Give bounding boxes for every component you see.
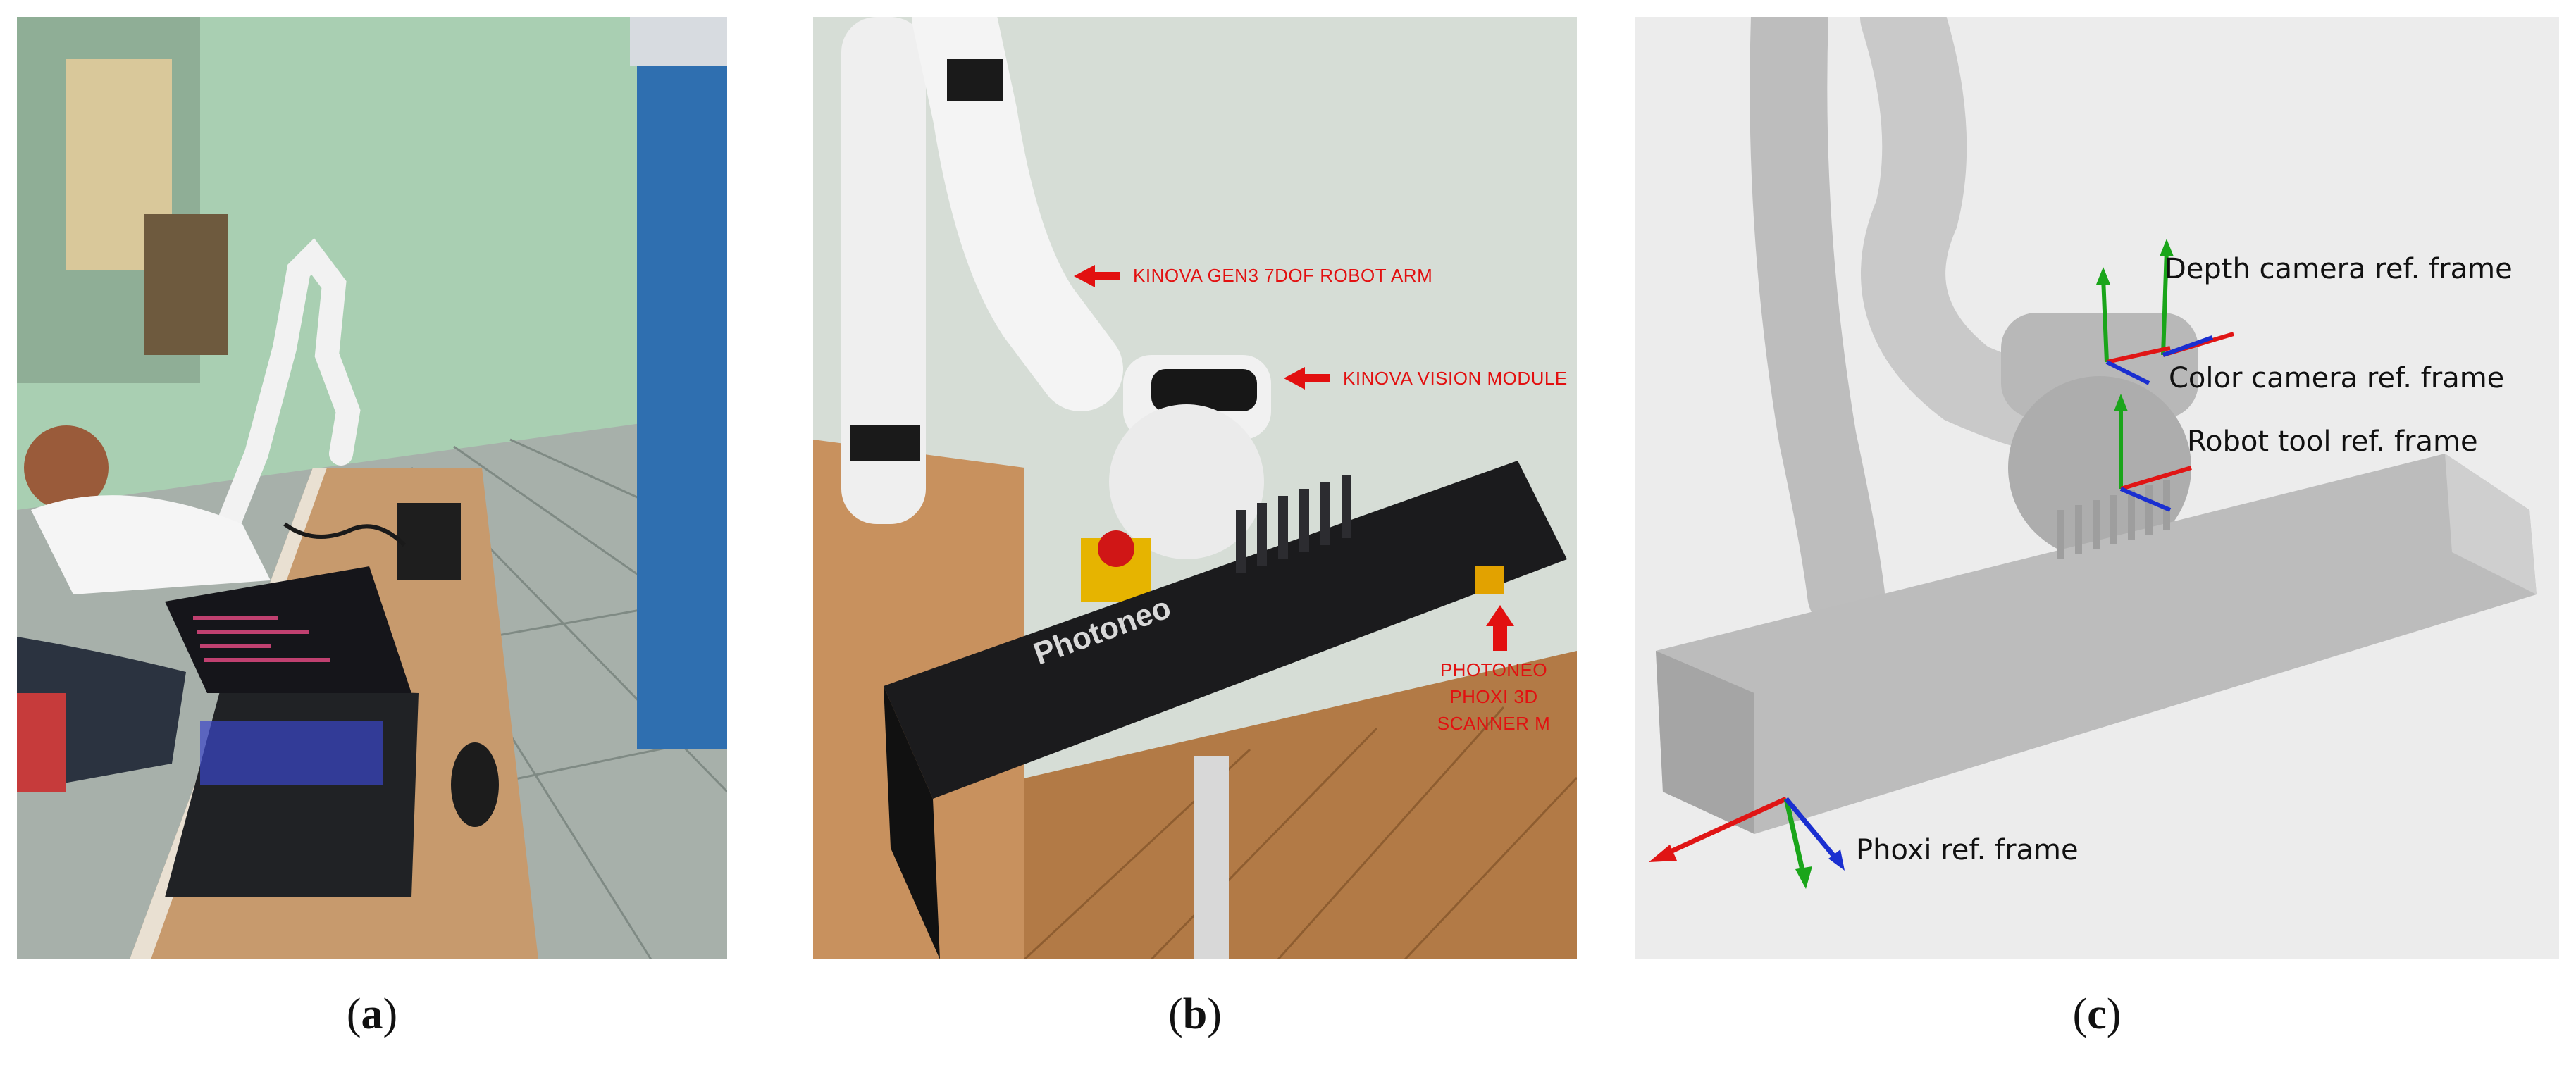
heatsink-fins [1236, 475, 1351, 573]
caption-c-letter: c [2087, 990, 2107, 1038]
label-robot-arm: KINOVA GEN3 7DOF ROBOT ARM [1133, 265, 1433, 286]
device-box [397, 503, 461, 580]
caption-b-letter: b [1182, 990, 1208, 1038]
label-scanner: PHOTONEO PHOXI 3D SCANNER M [1409, 656, 1577, 737]
scanner-warning-label [1475, 566, 1504, 594]
keyboard [200, 721, 383, 785]
cad-render [1635, 17, 2559, 959]
label-vision-module: KINOVA VISION MODULE [1343, 368, 1568, 389]
mouse [451, 742, 499, 827]
phoxi-scanner-body [884, 461, 1567, 799]
phoxi-scanner-model [1656, 454, 2537, 834]
arrow-scanner [1486, 605, 1514, 651]
screen-code-lines [193, 616, 330, 662]
label-scanner-line2: SCANNER M [1437, 713, 1551, 734]
cabinet [144, 214, 228, 355]
caption-b: (b) [1168, 990, 1222, 1038]
person-head [24, 425, 109, 510]
curtain-rail [630, 17, 727, 66]
lab-setup-illustration [17, 17, 727, 959]
emergency-stop-button [1098, 530, 1134, 567]
robot-tool-frame-axes [2114, 394, 2192, 512]
label-phoxi-frame: Phoxi ref. frame [1856, 834, 2079, 866]
base-band [850, 425, 920, 461]
curtain [637, 59, 727, 749]
label-depth-frame: Depth camera ref. frame [2165, 253, 2513, 285]
depth-camera-frame-axes [2160, 239, 2234, 357]
photo-robot-scanner: Photoneo KINOVA GEN3 7DOF ROBOT ARM KINO… [813, 17, 1577, 959]
wrist-joint [1109, 404, 1264, 559]
robot-base-link [841, 17, 926, 524]
vision-module-lens [1151, 369, 1257, 411]
cables [283, 522, 407, 547]
person-coat [31, 495, 271, 594]
arm-link-back [1750, 17, 1885, 633]
arm-band [947, 59, 1003, 101]
label-color-frame: Color camera ref. frame [2169, 362, 2505, 394]
scanner-end-cap [1656, 651, 1754, 834]
label-scanner-line1: PHOTONEO PHOXI 3D [1439, 659, 1548, 707]
scanner-stand [1194, 756, 1229, 959]
caption-c: (c) [2072, 990, 2122, 1038]
parquet-lines [1023, 706, 1577, 959]
scanner-end [884, 686, 940, 959]
phoxi-frame-axes [1649, 796, 1845, 889]
caption-a: (a) [346, 990, 398, 1038]
arrow-robot-arm [1074, 265, 1120, 287]
robot-scanner-illustration: Photoneo [813, 17, 1577, 959]
photo-lab-setup [17, 17, 727, 959]
arrow-vision-module [1284, 367, 1330, 390]
color-camera-frame-axes [2096, 267, 2171, 385]
robot-arm [216, 238, 361, 536]
patient-shirt [17, 693, 66, 792]
robot-arm-link [912, 17, 1123, 411]
label-tool-frame: Robot tool ref. frame [2187, 425, 2478, 458]
heatsink-fins [2057, 480, 2170, 559]
scanner-far-cap [2445, 454, 2537, 594]
caption-a-letter: a [361, 990, 383, 1038]
render-reference-frames: Depth camera ref. frame Color camera ref… [1635, 17, 2559, 959]
